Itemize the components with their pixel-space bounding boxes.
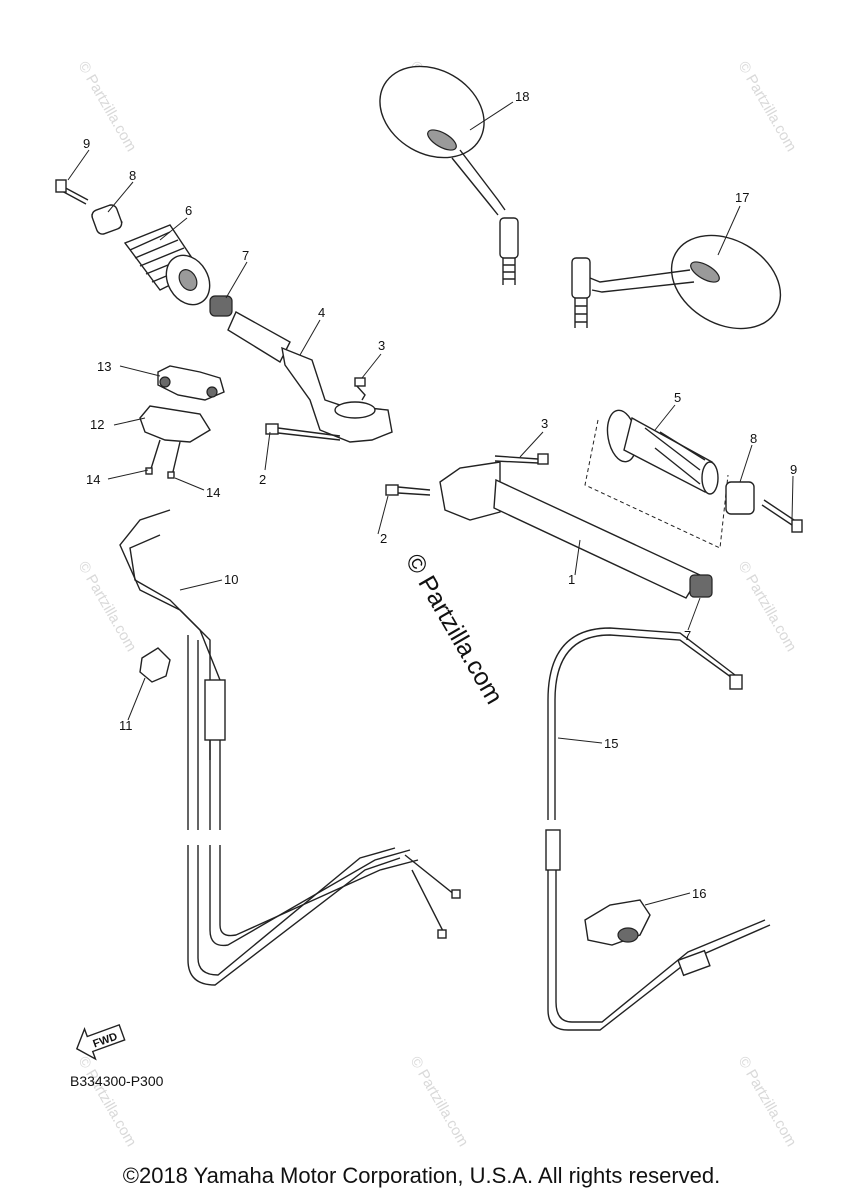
watermark: © Partzilla.com [407, 1054, 472, 1150]
callout-2: 2 [259, 472, 266, 487]
callout-4: 4 [318, 305, 325, 320]
copyright-notice: ©2018 Yamaha Motor Corporation, U.S.A. A… [122, 1163, 721, 1188]
callout-7: 7 [684, 628, 691, 643]
left-handlebar-part [209, 295, 393, 443]
callout-9: 9 [83, 136, 90, 151]
callout-14: 14 [206, 485, 220, 500]
callout-10: 10 [224, 572, 238, 587]
throttle-cables [119, 509, 461, 986]
left-clamp-parts [139, 365, 225, 479]
clutch-clamp-part [584, 899, 651, 946]
watermark: © Partzilla.com [75, 559, 140, 655]
callout-2: 2 [380, 531, 387, 546]
watermark: © Partzilla.com [735, 1054, 800, 1150]
mirror-left-part [379, 65, 519, 285]
watermark: © Partzilla.com [735, 59, 800, 155]
callout-1: 1 [568, 572, 575, 587]
callout-9: 9 [790, 462, 797, 477]
callout-13: 13 [97, 359, 111, 374]
callout-5: 5 [674, 390, 681, 405]
callout-15: 15 [604, 736, 618, 751]
callout-8: 8 [129, 168, 136, 183]
right-grip-assembly [584, 409, 803, 549]
right-handlebar-part [385, 453, 713, 599]
callout-12: 12 [90, 417, 104, 432]
callout-3: 3 [541, 416, 548, 431]
callout-6: 6 [185, 203, 192, 218]
fwd-arrow-icon: FWD [75, 1023, 126, 1061]
watermark: © Partzilla.com [735, 559, 800, 655]
left-grip-assembly [55, 179, 211, 306]
clutch-cable [545, 627, 771, 1031]
mirror-right-part [571, 234, 782, 330]
callout-7: 7 [242, 248, 249, 263]
callout-16: 16 [692, 886, 706, 901]
callout-17: 17 [735, 190, 749, 205]
watermark: © Partzilla.com [75, 1054, 140, 1150]
callout-14: 14 [86, 472, 100, 487]
callout-11: 11 [119, 718, 133, 733]
leader-lines [67, 101, 794, 906]
callout-3: 3 [378, 338, 385, 353]
diagram-code: B334300-P300 [70, 1073, 164, 1089]
callout-18: 18 [515, 89, 529, 104]
callout-8: 8 [750, 431, 757, 446]
center-watermark: © Partzilla.com [400, 549, 508, 709]
cable-clip-part [139, 647, 171, 683]
callout-labels: 1 2 2 3 3 4 5 6 7 7 8 8 9 9 10 11 12 13 … [83, 89, 797, 901]
